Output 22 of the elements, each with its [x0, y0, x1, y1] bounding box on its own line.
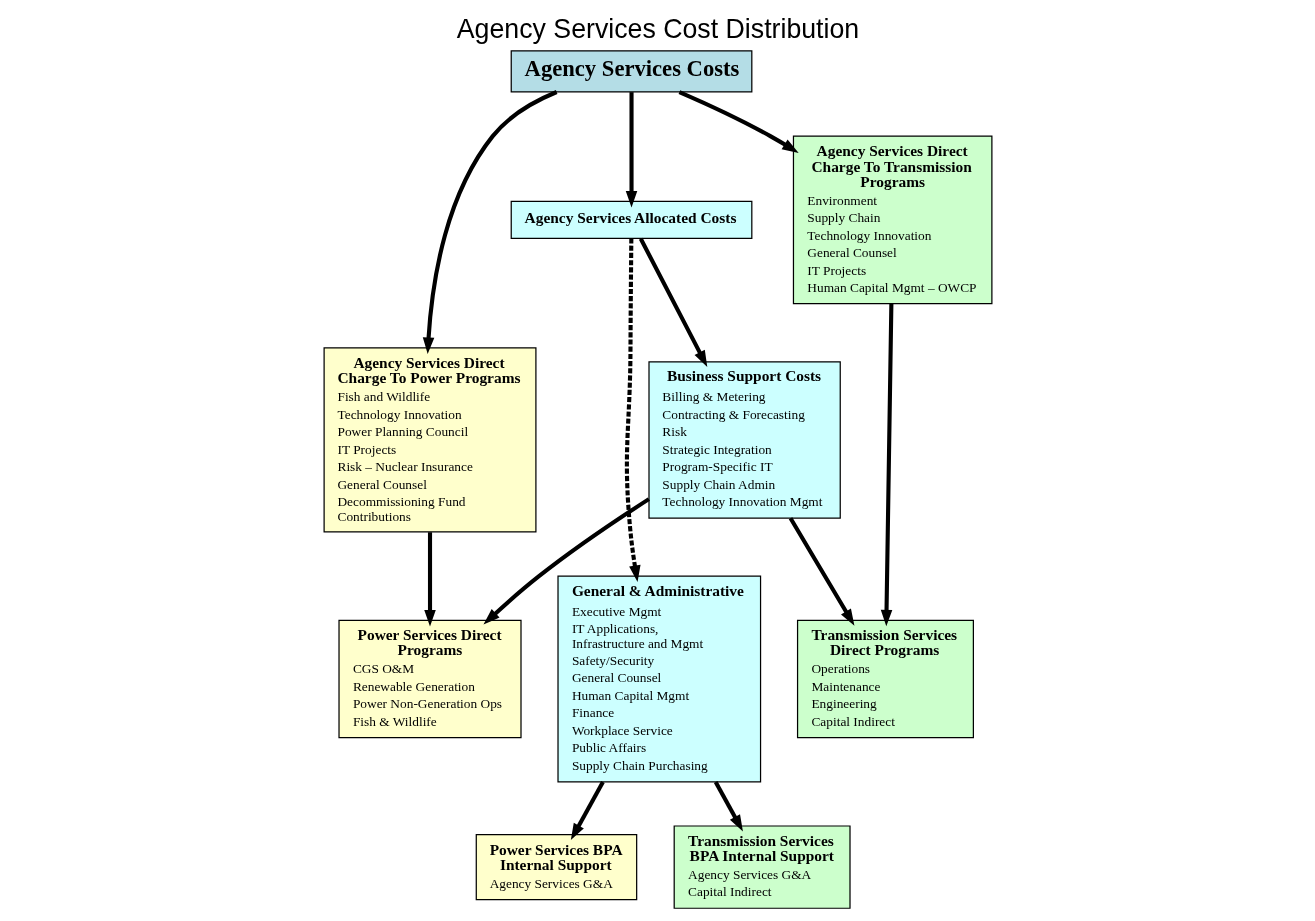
arrow [423, 532, 436, 627]
arrow [625, 92, 637, 208]
arrow [678, 90, 799, 153]
node-box: Agency Services Costs [510, 50, 752, 93]
arrow [880, 303, 893, 627]
arrow [788, 517, 854, 626]
node-box: Transmission Services BPA Internal Support Agency Services G&A Capital Indirect [673, 825, 851, 909]
node-box: Transmission Services Direct Programs Operations Maintenance Engineering Capital Indirect [796, 619, 974, 739]
node-box: Business Support Costs Billing & Metering Contracting & Forecasting Risk Strategic Integration Program-Specific IT Supply Chain Admin Technology Innovation Mgmt [647, 361, 841, 519]
arrow [713, 781, 743, 832]
diagram-title: Agency Services Cost Distribution [456, 14, 859, 45]
node-box: Agency Services Direct Charge To Power Programs Fish and Wildlife Technology Innovation Power Planning Council IT Projects Risk – Nuclear Insurance General Counsel Decommissioning Fund Contributions [323, 347, 537, 533]
node-box: General & Administrative Executive Mgmt IT Applications, Infrastructure and Mgmt Safety/Security General Counsel Human Capital Mgmt Finance Workplace Service Public Affairs Supply Chain Purchasing [556, 575, 761, 783]
node-box: Power Services BPA Internal Support Agency Services G&A [475, 834, 637, 901]
arrow [483, 497, 650, 625]
arrow [422, 90, 557, 354]
arrow [624, 238, 641, 582]
node-box: Agency Services Allocated Costs [510, 200, 752, 240]
node-box: Agency Services Direct Charge To Transmission Programs Environment Supply Chain Technology Innovation General Counsel IT Projects Human Capital Mgmt – OWCP [792, 135, 992, 305]
arrow [570, 781, 605, 841]
arrow [638, 237, 707, 367]
node-box: Power Services Direct Programs CGS O&M Renewable Generation Power Non-Generation Ops Fish & Wildlife [337, 619, 522, 739]
